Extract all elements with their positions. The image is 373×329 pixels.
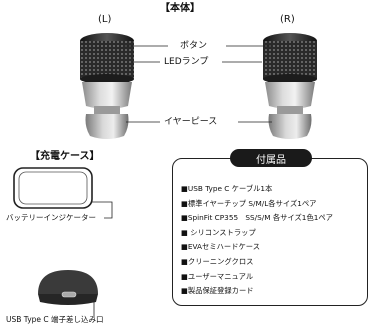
- eartip-callout: イヤーピース: [164, 117, 218, 127]
- right-earbud-label: (R): [280, 14, 295, 25]
- accessory-item: ■EVAセミハードケース: [181, 242, 261, 252]
- charging-case-top: [13, 167, 93, 209]
- right-earbud-housing: [265, 82, 315, 109]
- left-knurled-body: [80, 41, 134, 79]
- accessory-item: ■ シリコンストラップ: [181, 227, 256, 237]
- usb-port-callout: USB Type C 端子差し込み口: [6, 315, 104, 324]
- left-eartip: [85, 114, 129, 139]
- accessory-item: ■製品保証登録カード: [181, 286, 254, 296]
- right-knurled-body: [263, 41, 317, 79]
- led-callout: LEDランプ: [164, 57, 209, 67]
- indicator-callout: バッテリーインジケーター: [6, 213, 96, 222]
- left-earbud: [80, 33, 134, 139]
- accessory-item: ■SpinFit CP355 SS/S/M 各サイズ1色1ペア: [181, 213, 333, 223]
- accessory-item: ■クリーニングクロス: [181, 256, 254, 266]
- button-callout: ボタン: [180, 41, 208, 51]
- main-unit-title: 【本体】: [160, 3, 200, 14]
- accessories-list: ■USB Type C ケーブル1本 ■標準イヤーチップ S/M/L各サイズ1ペ…: [181, 182, 333, 299]
- left-earbud-housing: [82, 82, 132, 109]
- left-earbud-label: (L): [98, 14, 112, 25]
- usb-c-port-icon: [61, 291, 77, 298]
- charging-case-front: [38, 270, 98, 305]
- accessory-item: ■標準イヤーチップ S/M/L各サイズ1ペア: [181, 198, 317, 208]
- right-eartip: [268, 114, 312, 139]
- accessory-item: ■USB Type C ケーブル1本: [181, 184, 273, 193]
- right-earbud: [263, 33, 317, 139]
- accessory-item: ■ユーザーマニュアル: [181, 271, 254, 281]
- callout-lines: [88, 45, 272, 318]
- accessories-title: 付属品: [230, 149, 312, 167]
- charging-case-title: 【充電ケース】: [30, 151, 100, 162]
